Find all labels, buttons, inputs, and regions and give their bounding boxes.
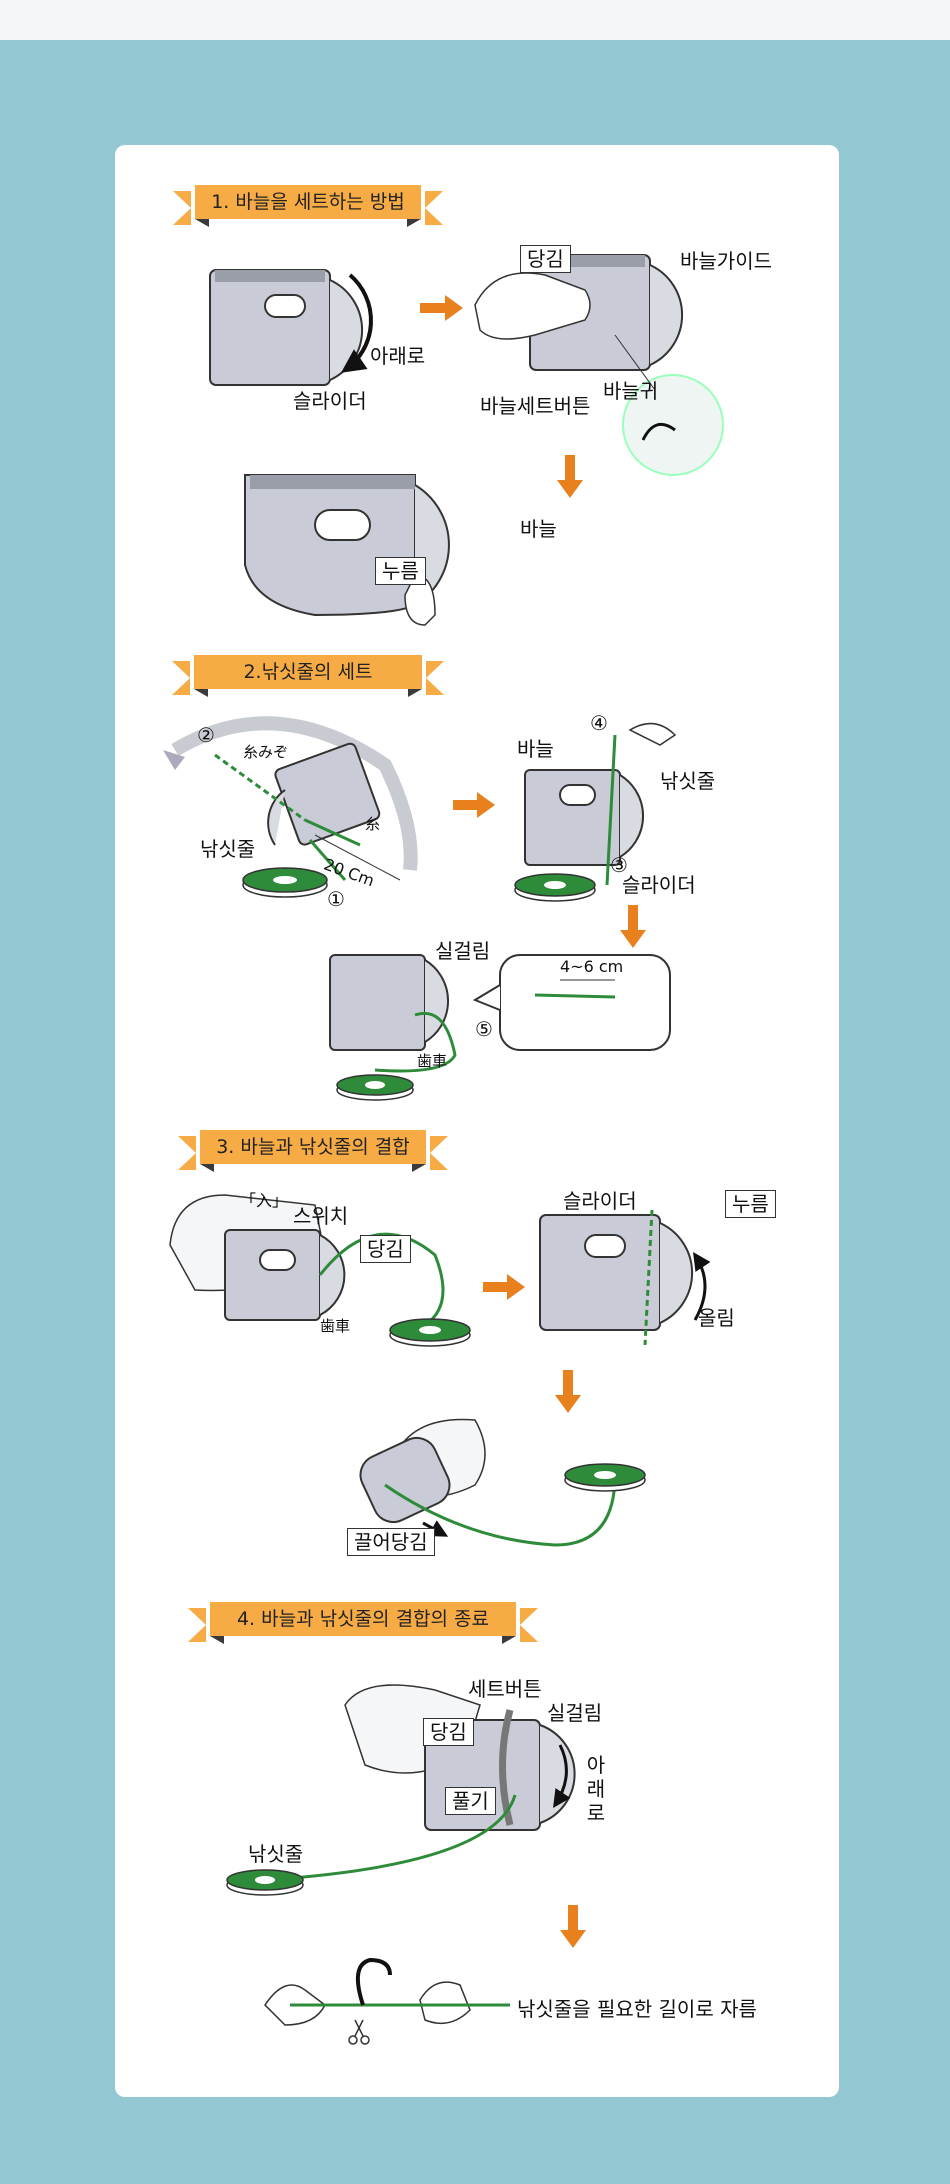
label-step-4: ④ bbox=[590, 711, 608, 735]
device-illustration bbox=[514, 722, 677, 902]
section-title-ribbon: 3. 바늘과 낚싯줄의 결합 bbox=[178, 1130, 448, 1172]
label-step-2: ② bbox=[197, 723, 215, 747]
label-pull: 당김 bbox=[360, 1235, 411, 1263]
section-title-ribbon: 1. 바늘을 세트하는 방법 bbox=[173, 185, 443, 227]
label-press: 누름 bbox=[725, 1190, 776, 1218]
device-illustration bbox=[329, 954, 671, 1101]
step-arrow bbox=[620, 905, 646, 948]
section-title: 2.낚싯줄의 세트 bbox=[243, 661, 373, 683]
device-illustration bbox=[244, 474, 450, 626]
label-down-vertical: 아래로 bbox=[586, 1753, 606, 1825]
label-raise: 올림 bbox=[698, 1306, 735, 1330]
device-illustration bbox=[539, 1209, 711, 1346]
label-hook: 실걸림 bbox=[547, 1701, 603, 1725]
device-illustration bbox=[209, 269, 373, 386]
label-pull: 당김 bbox=[423, 1718, 474, 1746]
label-fishing-line: 낚싯줄 bbox=[660, 769, 716, 793]
label-fishing-line: 낚싯줄 bbox=[248, 1842, 304, 1866]
label-needle-guide: 바늘가이드 bbox=[680, 249, 772, 273]
label-needle: 바늘 bbox=[520, 517, 557, 541]
label-down: 아래로 bbox=[370, 344, 426, 368]
label-fishing-line: 낚싯줄 bbox=[200, 837, 256, 861]
label-needle-eye: 바늘귀 bbox=[603, 379, 659, 403]
label-slider: 슬라이더 bbox=[563, 1189, 637, 1213]
label-hook: 실걸림 bbox=[435, 939, 491, 963]
section-title-ribbon: 4. 바늘과 낚싯줄의 결합의 종료 bbox=[188, 1602, 538, 1644]
label-slider: 슬라이더 bbox=[622, 873, 696, 897]
label-cut: 낚싯줄을 필요한 길이로 자름 bbox=[517, 1997, 757, 2021]
device-illustration bbox=[264, 1957, 510, 2045]
step-arrow bbox=[555, 1370, 581, 1413]
illustrations bbox=[163, 254, 724, 2045]
instruction-card: 1. 바늘을 세트하는 방법 아래로 슬라이더 당김 바늘가이드 바늘세트버튼 … bbox=[115, 145, 839, 2097]
label-drag: 끌어당김 bbox=[347, 1528, 435, 1556]
section-title: 1. 바늘을 세트하는 방법 bbox=[211, 191, 405, 213]
device-illustration bbox=[474, 254, 724, 476]
device-illustration bbox=[163, 716, 418, 898]
step-arrow bbox=[453, 792, 495, 818]
label-pull: 당김 bbox=[520, 245, 571, 273]
label-iri: 「入」 bbox=[240, 1191, 289, 1210]
step-arrow bbox=[557, 455, 583, 498]
top-bar bbox=[0, 0, 950, 40]
label-ito: 糸 bbox=[365, 815, 381, 833]
label-press: 누름 bbox=[375, 557, 426, 585]
label-itomizo: 糸みぞ bbox=[243, 743, 289, 761]
section-title-ribbon: 2.낚싯줄의 세트 bbox=[172, 655, 444, 697]
label-gear: 歯車 bbox=[320, 1317, 351, 1335]
label-step-3: ③ bbox=[610, 853, 628, 877]
label-slider: 슬라이더 bbox=[293, 389, 367, 413]
section-title: 4. 바늘과 낚싯줄의 결합의 종료 bbox=[236, 1608, 490, 1630]
label-release: 풀기 bbox=[445, 1787, 496, 1815]
label-step-5: ⑤ bbox=[475, 1017, 493, 1041]
device-illustration bbox=[169, 1194, 471, 1347]
label-step-1: ① bbox=[327, 887, 345, 911]
label-set-button: 바늘세트버튼 bbox=[480, 394, 591, 418]
step-arrow bbox=[560, 1905, 586, 1948]
label-needle: 바늘 bbox=[517, 737, 554, 761]
section-title: 3. 바늘과 낚싯줄의 결합 bbox=[216, 1136, 410, 1158]
label-gear: 歯車 bbox=[417, 1052, 448, 1070]
device-illustration bbox=[359, 1418, 646, 1547]
label-length: 4~6 cm bbox=[560, 957, 624, 976]
label-switch: 스위치 bbox=[293, 1204, 349, 1228]
label-set-button: 세트버튼 bbox=[468, 1677, 542, 1701]
step-arrow bbox=[420, 295, 463, 321]
step-arrow bbox=[483, 1274, 525, 1300]
